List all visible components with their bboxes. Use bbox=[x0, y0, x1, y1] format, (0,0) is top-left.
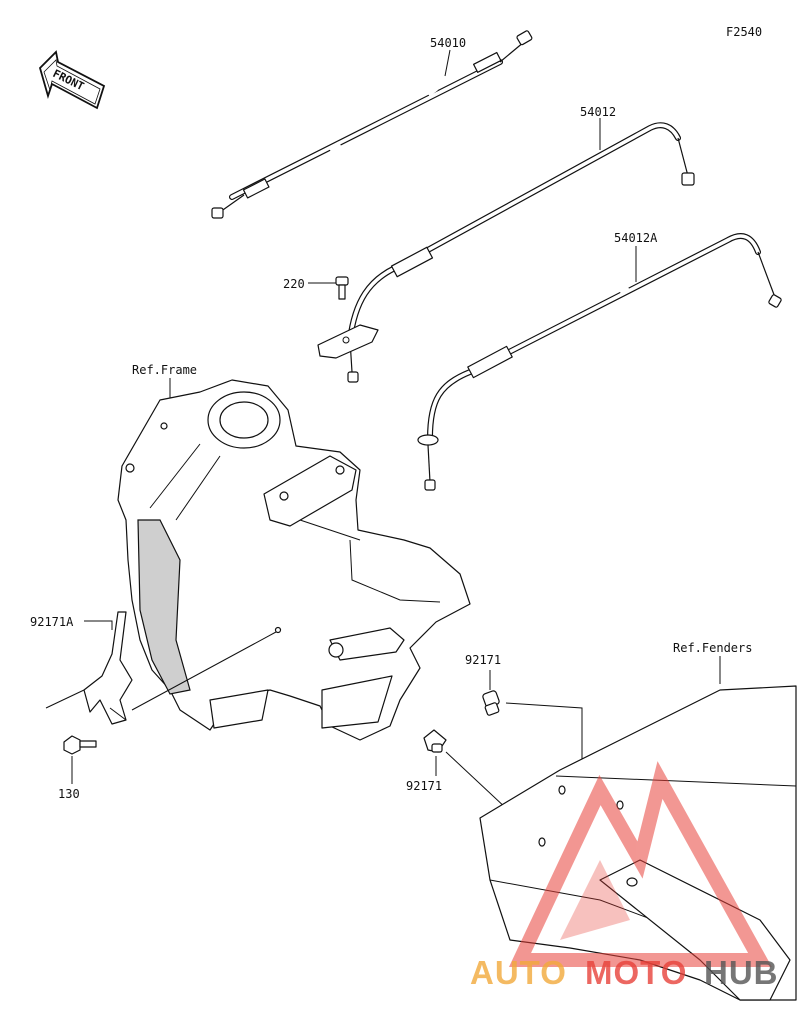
svg-text:HUB: HUB bbox=[704, 954, 779, 991]
leader-54010 bbox=[444, 49, 451, 77]
front-arrow-icon: FRONT bbox=[38, 50, 106, 110]
label-54012A: 54012A bbox=[614, 231, 658, 245]
label-ref-frame: Ref.Frame bbox=[132, 363, 197, 377]
throttle-cable-54012A[interactable] bbox=[417, 233, 782, 491]
clamp-92171A[interactable] bbox=[45, 611, 133, 725]
label-220: 220 bbox=[283, 277, 305, 291]
throttle-cable-54012[interactable] bbox=[347, 122, 695, 383]
label-92171A: 92171A bbox=[30, 615, 74, 629]
frame-assembly bbox=[117, 379, 471, 741]
clamp-92171-bottom[interactable] bbox=[423, 729, 447, 753]
label-92171-top: 92171 bbox=[465, 653, 501, 667]
label-54012: 54012 bbox=[580, 105, 616, 119]
screw-220[interactable] bbox=[335, 276, 349, 300]
clamp-92171-top[interactable] bbox=[482, 690, 500, 716]
svg-text:MOTO: MOTO bbox=[585, 954, 687, 991]
label-130: 130 bbox=[58, 787, 80, 801]
watermark-text: AUTO MOTO HUB bbox=[470, 954, 779, 991]
watermark-logo-icon bbox=[508, 761, 772, 967]
leader-92171A-frame bbox=[131, 631, 277, 711]
leader-92171A bbox=[84, 620, 113, 630]
throttle-cable-54010[interactable] bbox=[211, 30, 533, 219]
bolt-130[interactable] bbox=[63, 735, 97, 755]
cable-bracket[interactable] bbox=[317, 324, 379, 359]
label-92171-bottom: 92171 bbox=[406, 779, 442, 793]
label-54010: 54010 bbox=[430, 36, 466, 50]
svg-text:AUTO: AUTO bbox=[470, 954, 567, 991]
diagram-code: F2540 bbox=[726, 25, 762, 39]
label-ref-fenders: Ref.Fenders bbox=[673, 641, 752, 655]
